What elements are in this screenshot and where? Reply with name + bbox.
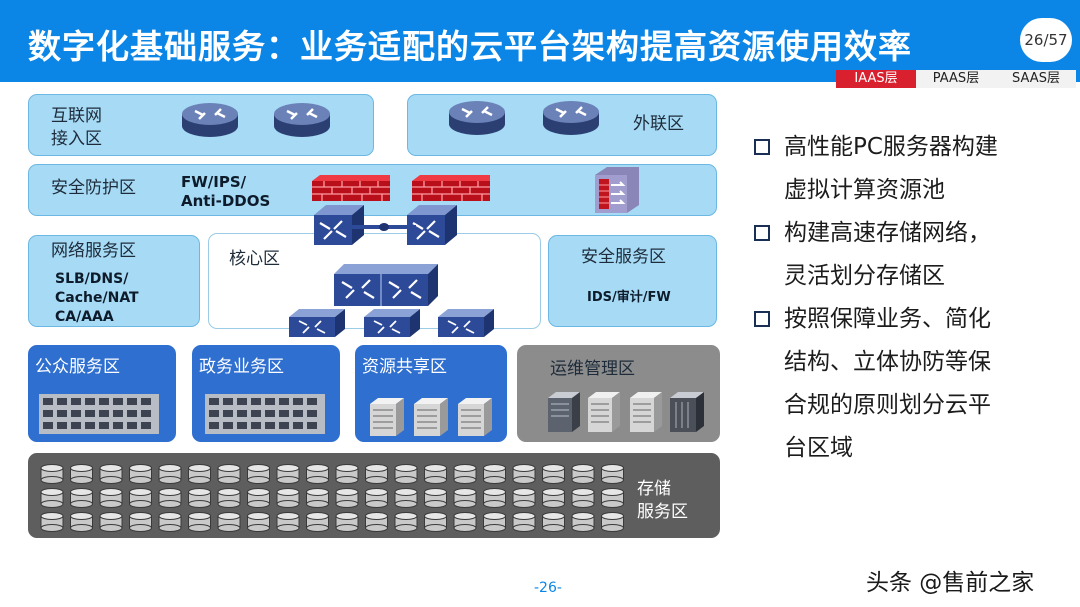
- bullet-line: 结构、立体协防等保: [784, 349, 991, 375]
- blade-server-icon: [205, 394, 325, 434]
- network-service-detail: SLB/DNS/ Cache/NAT CA/AAA: [55, 271, 139, 325]
- security-service-detail: IDS/审计/FW: [587, 290, 671, 305]
- access-switch-icon: [438, 309, 494, 337]
- layer-tab-saas: SAAS层: [996, 70, 1076, 88]
- page-counter-badge: 26/57: [1020, 18, 1072, 62]
- disk-cylinders-icon: [40, 464, 624, 532]
- internet-access-label: 互联网 接入区: [51, 106, 102, 149]
- bullet-item: 构建高速存储网络， 灵活划分存储区: [752, 212, 1042, 298]
- router-icon: [274, 103, 330, 137]
- ops-management-zone: 运维管理区: [517, 345, 720, 442]
- public-service-zone: 公众服务区: [28, 345, 176, 442]
- external-zone: 外联区: [407, 94, 717, 156]
- firewall-icon: [412, 175, 490, 201]
- bullet-line: 虚拟计算资源池: [784, 177, 945, 203]
- router-icon: [182, 103, 238, 137]
- storage-service-label: 存储 服务区: [637, 479, 688, 522]
- ops-management-label: 运维管理区: [550, 359, 635, 379]
- public-service-label: 公众服务区: [35, 357, 120, 377]
- resource-sharing-zone: 资源共享区: [355, 345, 507, 442]
- security-service-zone: 安全服务区 IDS/审计/FW: [548, 235, 717, 327]
- access-switch-icon: [289, 309, 345, 337]
- core-zone-label: 核心区: [229, 249, 280, 269]
- core-switch-icon: [407, 205, 457, 245]
- government-service-zone: 政务业务区: [192, 345, 340, 442]
- link-icon: [352, 223, 416, 231]
- bullet-line: 台区域: [784, 435, 853, 461]
- firewall-icon: [312, 175, 390, 201]
- router-icon: [543, 101, 599, 135]
- internet-access-zone: 互联网 接入区: [28, 94, 374, 156]
- bullet-line: 按照保障业务、简化: [784, 306, 991, 332]
- bullet-line: 构建高速存储网络，: [784, 220, 991, 246]
- bullet-item: 按照保障业务、简化 结构、立体协防等保 合规的原则划分云平 台区域: [752, 298, 1042, 470]
- bullet-line: 合规的原则划分云平: [784, 392, 991, 418]
- security-protection-label: 安全防护区: [51, 178, 136, 198]
- security-gateway-icon: [595, 167, 639, 213]
- slide-title: 数字化基础服务：业务适配的云平台架构提高资源使用效率: [28, 27, 912, 66]
- security-protection-detail: FW/IPS/ Anti-DDOS: [181, 173, 271, 210]
- bullet-line: 高性能PC服务器构建: [784, 134, 998, 160]
- security-protection-zone: 安全防护区 FW/IPS/ Anti-DDOS: [28, 164, 717, 216]
- bullet-square-icon: [754, 311, 770, 327]
- storage-service-zone: 存储 服务区: [28, 453, 720, 538]
- bullet-item: 高性能PC服务器构建 虚拟计算资源池: [752, 126, 1042, 212]
- server-rack-icon: [548, 392, 704, 432]
- external-zone-label: 外联区: [633, 114, 684, 134]
- security-service-label: 安全服务区: [581, 247, 666, 267]
- storage-disk-array: [37, 462, 637, 534]
- bullet-square-icon: [754, 225, 770, 241]
- network-service-zone: 网络服务区 SLB/DNS/ Cache/NAT CA/AAA: [28, 235, 200, 327]
- access-switch-icon: [364, 309, 420, 337]
- bullet-list: 高性能PC服务器构建 虚拟计算资源池 构建高速存储网络， 灵活划分存储区 按照保…: [752, 126, 1042, 470]
- page-number: -26-: [534, 580, 562, 596]
- bullet-square-icon: [754, 139, 770, 155]
- router-icon: [449, 101, 505, 135]
- watermark: 头条 @售前之家: [866, 570, 1035, 596]
- blade-server-icon: [39, 394, 159, 434]
- layer-legend: IAAS层 PAAS层 SAAS层: [836, 70, 1076, 88]
- bullet-line: 灵活划分存储区: [784, 263, 945, 289]
- title-bar: 数字化基础服务：业务适配的云平台架构提高资源使用效率 26/57: [0, 0, 1080, 82]
- layer-tab-paas: PAAS层: [916, 70, 996, 88]
- core-switch-icon: [314, 205, 364, 245]
- layer-tab-iaas: IAAS层: [836, 70, 916, 88]
- government-service-label: 政务业务区: [199, 357, 284, 377]
- resource-sharing-label: 资源共享区: [362, 357, 447, 377]
- switch-stack-icon: [334, 264, 438, 306]
- network-service-label: 网络服务区: [51, 241, 136, 261]
- server-tower-icon: [370, 398, 492, 436]
